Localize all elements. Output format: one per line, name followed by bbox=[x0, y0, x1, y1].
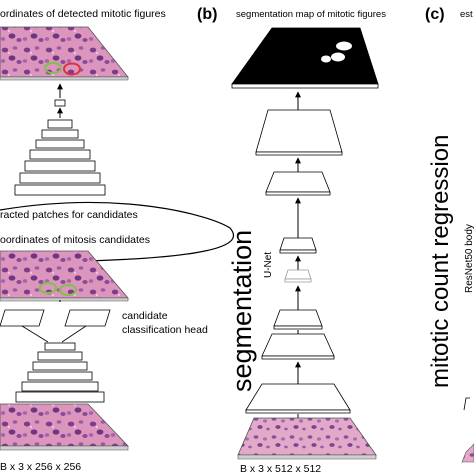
patch-connector-curve bbox=[0, 201, 234, 263]
unet-decoder-layer-1 bbox=[255, 109, 343, 153]
panel-a-input-dims: B x 3 x 256 x 256 bbox=[0, 461, 81, 473]
head-label-line-2: classification head bbox=[122, 324, 208, 336]
head-link-left bbox=[21, 325, 49, 343]
candidate-circle-icon-3 bbox=[59, 284, 77, 296]
panel-b: (b) segmentation map of mitotic figures … bbox=[197, 6, 386, 474]
regression-vertical-label: mitotic count regression bbox=[427, 135, 454, 388]
unet-bottleneck-layer-2 bbox=[284, 269, 312, 280]
mitosis-blob-icon-2 bbox=[331, 52, 345, 62]
detection-circle-icon bbox=[63, 62, 81, 76]
unet-decoder-edge-1 bbox=[255, 151, 343, 156]
unet-encoder-edge-2 bbox=[261, 355, 335, 360]
unet-label: U-Net bbox=[263, 252, 274, 278]
panel-c-partial-tissue bbox=[461, 443, 474, 463]
candidate-circle-icon bbox=[44, 62, 62, 74]
panel-c-partial-layer bbox=[463, 397, 470, 411]
unet-decoder-edge-2 bbox=[265, 191, 331, 196]
unet-encoder-layer-1 bbox=[273, 309, 323, 327]
candidate-tissue-edge bbox=[0, 297, 129, 302]
classifier-stack bbox=[14, 99, 106, 196]
panel-c-title: est bbox=[460, 9, 473, 20]
classification-head-right bbox=[64, 309, 111, 327]
segmentation-vertical-label: segmentation bbox=[227, 230, 257, 392]
input-tissue-layer bbox=[0, 403, 129, 447]
mitosis-candidates-label: oordinates of mitosis candidates bbox=[0, 234, 150, 246]
panel-c: (c) est mitotic count regression ResNet5… bbox=[425, 6, 474, 463]
mitosis-blob-icon-1 bbox=[336, 41, 352, 51]
panel-b-letter: (b) bbox=[197, 6, 217, 23]
panel-a-title: ordinates of detected mitotic figures bbox=[0, 8, 166, 20]
candidate-tissue-layer bbox=[0, 250, 129, 299]
unet-bottleneck-edge-2 bbox=[284, 278, 312, 283]
segmentation-map-edge bbox=[231, 83, 379, 89]
unet-encoder-edge-1 bbox=[273, 325, 323, 330]
resnet-label: ResNet50 body bbox=[464, 224, 474, 293]
head-link-right bbox=[61, 325, 87, 343]
segmentation-map-layer bbox=[231, 27, 379, 85]
unet-bottleneck-edge-1 bbox=[279, 249, 317, 254]
panel-b-input-tissue bbox=[237, 417, 377, 456]
unet-encoder-edge-3 bbox=[245, 409, 351, 414]
unet-encoder-layer-3 bbox=[245, 383, 351, 411]
mitosis-blob-icon-3 bbox=[321, 55, 331, 63]
panel-a: ordinates of detected mitotic figures ra… bbox=[0, 8, 234, 473]
input-tissue-edge bbox=[0, 445, 129, 451]
unet-bottleneck-layer-1 bbox=[279, 237, 317, 251]
classification-head-left bbox=[0, 309, 45, 327]
output-tissue-edge bbox=[0, 76, 129, 81]
unet-encoder-layer-2 bbox=[261, 333, 335, 357]
panel-b-input-tissue-edge bbox=[237, 454, 377, 460]
unet-decoder-layer-2 bbox=[265, 171, 331, 193]
head-label-line-1: candidate bbox=[122, 310, 168, 322]
panel-b-title: segmentation map of mitotic figures bbox=[236, 9, 386, 20]
extracted-patches-label: racted patches for candidates bbox=[0, 209, 138, 221]
panel-c-letter: (c) bbox=[425, 6, 445, 23]
candidate-circle-icon-2 bbox=[39, 282, 57, 294]
panel-b-input-dims: B x 3 x 512 x 512 bbox=[240, 463, 321, 474]
detector-backbone-stack bbox=[15, 342, 105, 403]
